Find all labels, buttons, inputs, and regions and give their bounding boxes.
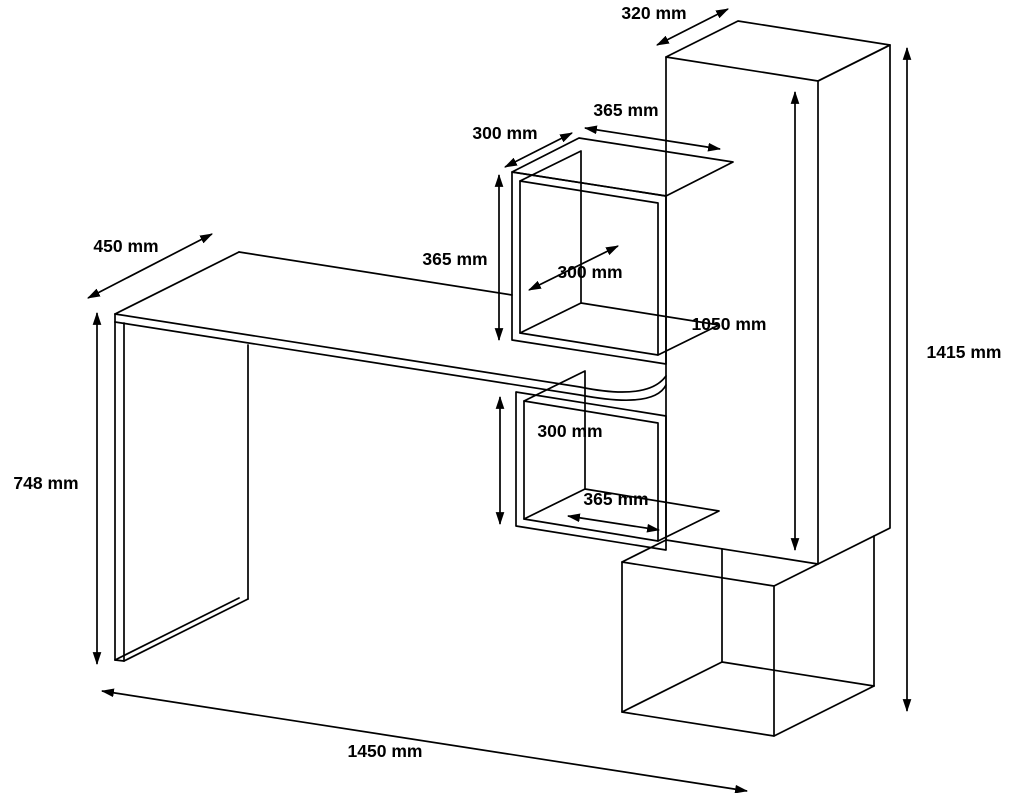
desk-outline	[114, 251, 667, 662]
arrow-desk-depth	[87, 233, 213, 299]
dim-label-overall-height: 1415 mm	[927, 342, 1002, 362]
dim-label-lower-shelf-inner-width: 365 mm	[583, 489, 648, 509]
arrow-overall-width	[100, 688, 749, 793]
dim-label-cabinet-depth: 320 mm	[621, 3, 686, 23]
base-stand	[621, 535, 875, 737]
lower-shelf-box	[515, 370, 720, 551]
arrow-upper-shelf-top-width	[583, 125, 722, 152]
desk-panel-bottom-left-slant	[114, 597, 240, 661]
stand-front-opening	[621, 561, 775, 737]
lower-box-interior-edges	[523, 370, 720, 542]
desk-top-thickness-edge	[114, 321, 667, 401]
dimension-arrows	[87, 8, 912, 793]
desk-top-front-edge	[114, 313, 667, 393]
arrow-cabinet-depth	[656, 8, 729, 46]
desk-top-depth-edge	[114, 251, 240, 315]
stand-top-right-depth-edge	[773, 563, 819, 587]
tall-cabinet	[665, 20, 891, 565]
dim-label-desk-height: 748 mm	[13, 473, 78, 493]
arrow-upper-shelf-top-depth	[504, 132, 573, 168]
dim-label-upper-shelf-inner-depth: 300 mm	[557, 262, 622, 282]
dim-label-lower-shelf-height: 300 mm	[537, 421, 602, 441]
upper-box-interior-edges	[519, 150, 720, 356]
desk-top-back-edge	[238, 251, 513, 296]
arrow-lower-shelf-inner-width	[566, 513, 661, 533]
dim-label-cabinet-height: 1050 mm	[692, 314, 767, 334]
arrow-upper-shelf-inner-depth	[528, 245, 619, 291]
stand-back-bottom-edge	[721, 661, 875, 687]
desk-panel-bottom-right-slant	[123, 598, 249, 662]
dimension-labels: 450 mm 748 mm 1450 mm 1415 mm 320 mm 105…	[13, 3, 1001, 761]
cabinet-top-face	[665, 20, 891, 82]
dim-label-overall-width: 1450 mm	[348, 741, 423, 761]
dim-label-upper-shelf-top-depth: 300 mm	[472, 123, 537, 143]
dim-label-upper-shelf-top-width: 365 mm	[593, 100, 658, 120]
stand-bottom-left-depth-edge	[621, 661, 723, 713]
stand-bottom-right-depth-edge	[773, 685, 875, 737]
stand-top-left-depth-edge	[621, 539, 667, 563]
dim-label-upper-shelf-height: 365 mm	[422, 249, 487, 269]
cabinet-right-face	[817, 44, 891, 565]
dim-label-desk-depth: 450 mm	[93, 236, 158, 256]
lower-box-front-outer	[515, 391, 667, 551]
